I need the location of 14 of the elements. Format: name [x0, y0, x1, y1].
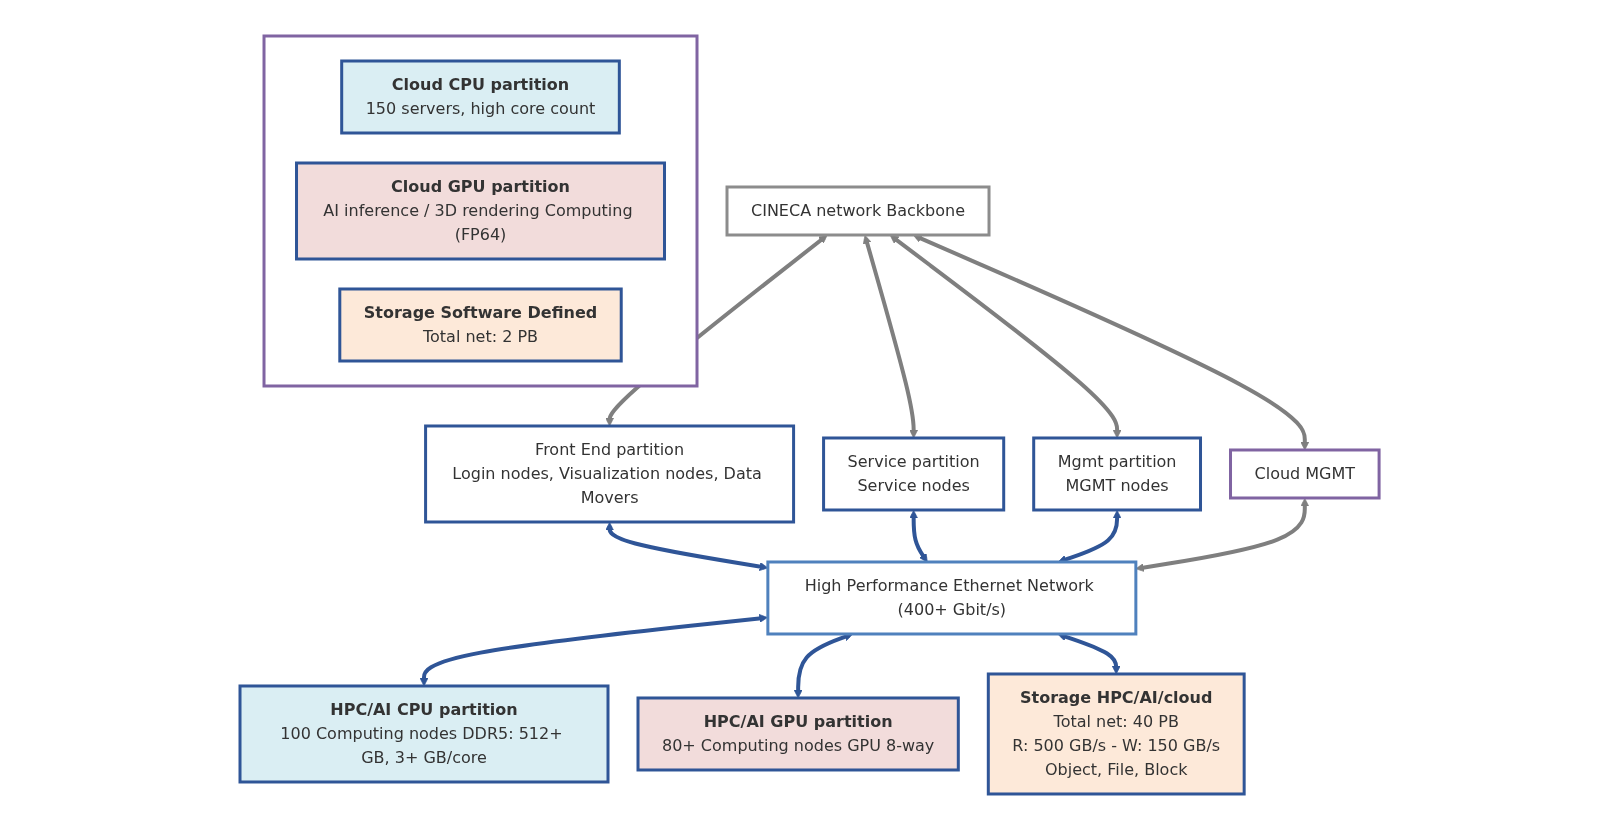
node-box: Cloud CPU partition 150 servers, high core count [340, 59, 621, 135]
node-box: HPC/AI GPU partition 80+ Computing nodes GPU 8-way [636, 696, 960, 772]
node-box: High Performance Ethernet Network (400+ Gbit/s) [766, 560, 1138, 636]
node-box: Mgmt partition MGMT nodes [1032, 436, 1202, 512]
node-box: Cloud GPU partition AI inference / 3D rendering Computing (FP64) [294, 161, 666, 261]
node-box: Storage Software Defined Total net: 2 PB [338, 287, 623, 363]
node-box: Service partition Service nodes [822, 436, 1006, 512]
node-box: Cloud MGMT [1228, 448, 1381, 500]
node-box: Front End partition Login nodes, Visualization nodes, Data Movers [424, 424, 796, 524]
node-box: CINECA network Backbone [725, 185, 991, 237]
arrow [1135, 498, 1310, 572]
node-box: Storage HPC/AI/cloud Total net: 40 PB R: 500 GB/s - W: 150 GB/s Object, File, Block [986, 672, 1246, 796]
cluster [262, 34, 699, 388]
node-box: HPC/AI CPU partition 100 Computing nodes DDR5: 512+ GB, 3+ GB/core [238, 684, 610, 784]
